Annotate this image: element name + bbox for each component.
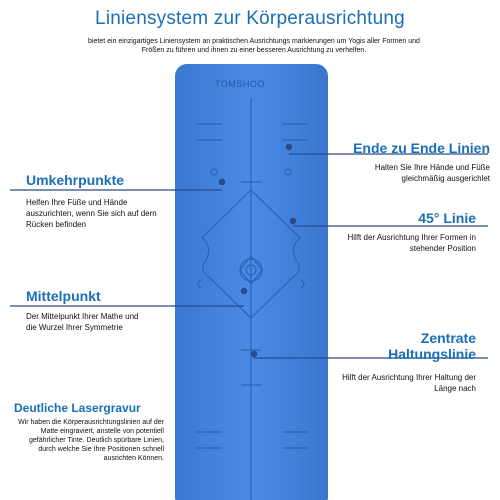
mittelpunkt-callout-dot	[240, 287, 248, 295]
umkehrpunkte-callout-dot	[218, 178, 226, 186]
umkehrpunkte-text: Helfen Ihre Füße und Hände auszurichten,…	[26, 198, 157, 229]
page-subtitle: bietet ein einzigartiges Liniensystem an…	[88, 38, 420, 54]
laser-text: Wir haben die Körperausrichtungslinien a…	[18, 419, 164, 462]
laser-title: Deutliche Lasergravur	[14, 401, 141, 415]
mat-brand: TOMSHOO	[215, 79, 265, 89]
mittelpunkt-text: Der Mittelpunkt Ihrer Mathe und die Wurz…	[26, 312, 139, 332]
linie45-callout-dot	[289, 217, 297, 225]
ende-title: Ende zu Ende Linien	[353, 140, 490, 156]
mittelpunkt-title: Mittelpunkt	[26, 288, 101, 304]
linie45-title: 45° Linie	[418, 210, 476, 226]
zentrate-title-line1: Zentrate	[420, 330, 476, 346]
umkehrpunkte-title: Umkehrpunkte	[26, 172, 125, 188]
zentrate-callout-dot	[250, 350, 258, 358]
page-title: Liniensystem zur Körperausrichtung	[95, 8, 405, 29]
ende-callout-dot	[285, 143, 293, 151]
ende-text: Halten Sie Ihre Hände und Füße gleichmäß…	[374, 163, 490, 183]
zentrate-text: Hilft der Ausrichtung Ihrer Haltung der …	[342, 373, 476, 393]
linie45-text: Hilft der Ausrichtung Ihrer Formen in st…	[347, 233, 477, 253]
zentrate-title-line2: Haltungslinie	[388, 346, 476, 362]
